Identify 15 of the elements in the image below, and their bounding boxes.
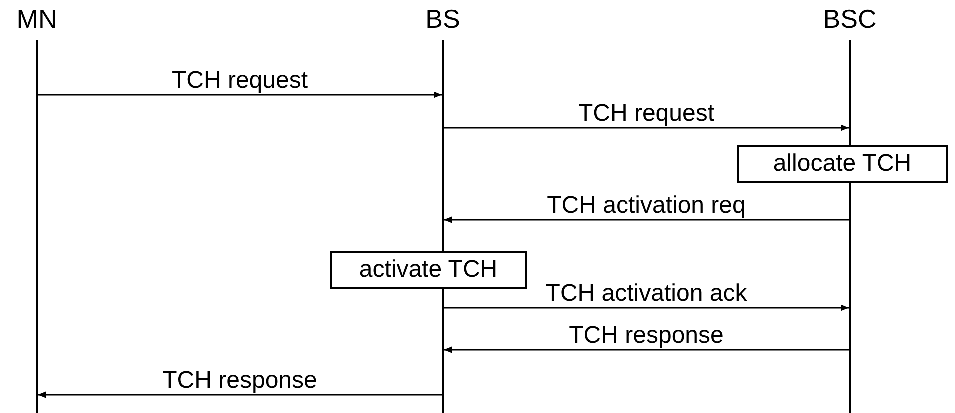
message-arrow: [444, 124, 849, 132]
participant-label: BS: [424, 4, 462, 34]
edge-label: TCH request: [170, 68, 310, 94]
message-arrow: [38, 392, 442, 398]
message-arrow: [444, 346, 849, 354]
message-arrow: [444, 304, 849, 312]
message-arrow: [38, 92, 442, 98]
process-box: activate TCH: [330, 251, 527, 289]
edge-label: TCH response: [160, 368, 320, 394]
process-box: allocate TCH: [737, 145, 948, 183]
edge-label: TCH request: [576, 101, 717, 127]
message-arrow: [444, 216, 849, 224]
participant-label: MN: [16, 4, 58, 34]
edge-label: TCH response: [567, 323, 726, 349]
participant-label: BSC: [822, 4, 878, 34]
